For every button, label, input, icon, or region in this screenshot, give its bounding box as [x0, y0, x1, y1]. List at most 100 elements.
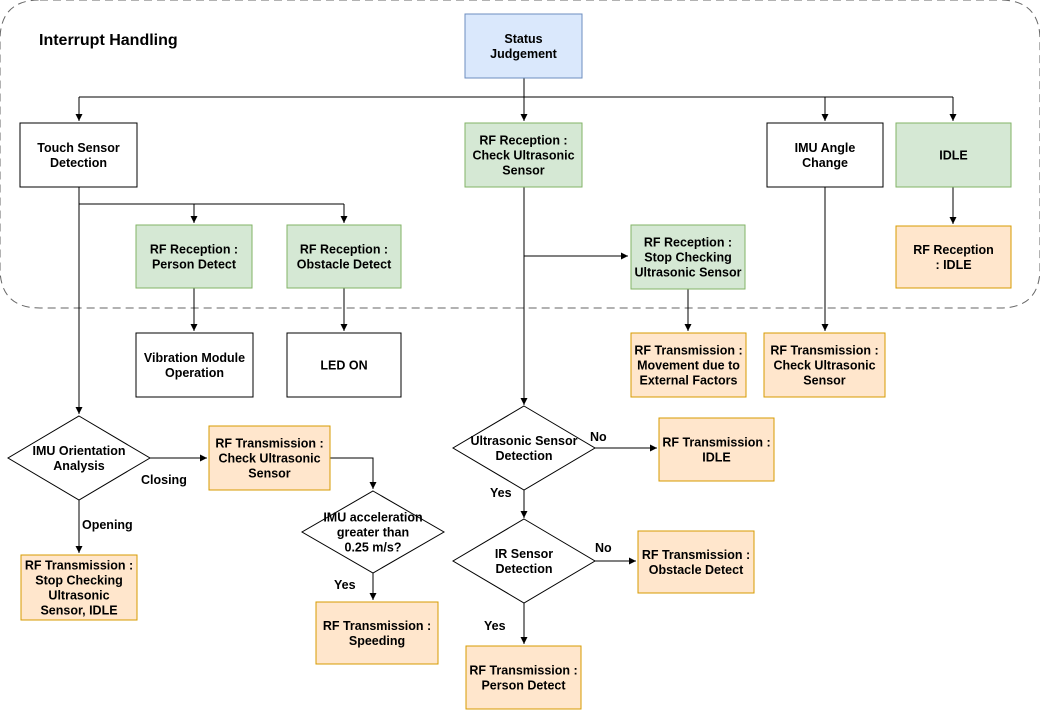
node-rf-tx-speeding: RF Transmission :Speeding — [315, 601, 439, 665]
node-box-rf-person — [135, 224, 253, 289]
node-label-line: IR Sensor — [495, 547, 553, 561]
node-label-line: : IDLE — [935, 258, 971, 272]
node-label-line: Sensor — [502, 164, 545, 178]
node-label-line: Ultrasonic Sensor — [471, 434, 578, 448]
node-rf-obstacle: RF Reception :Obstacle Detect — [286, 224, 402, 289]
node-rf-person: RF Reception :Person Detect — [135, 224, 253, 289]
node-box-rf-tx-check-us-left — [208, 425, 331, 491]
label-closing: Closing — [141, 473, 187, 487]
edge-tx-check-to-accel — [330, 457, 377, 489]
node-label-line: Judgement — [490, 47, 558, 61]
node-label-line: 0.25 m/s? — [345, 541, 402, 555]
node-label-line: Status — [504, 32, 542, 46]
node-label-line: RF Transmission : — [323, 619, 431, 633]
decision-diamond-us-detection — [452, 405, 596, 491]
node-box-imu-angle — [766, 122, 884, 188]
node-label-line: Sensor — [248, 467, 291, 481]
node-box-rf-tx-obstacle — [637, 530, 755, 594]
node-label-line: Operation — [165, 366, 224, 380]
node-box-rf-stop-check — [630, 224, 746, 290]
label-ir-yes: Yes — [484, 619, 506, 633]
node-label-line: RF Transmission : — [662, 436, 770, 450]
label-ir-no: No — [595, 541, 612, 555]
node-box-rf-tx-check-us-right — [763, 332, 886, 398]
node-label-line: External Factors — [640, 374, 738, 388]
node-label-line: Stop Checking — [644, 251, 732, 265]
node-label-line: Touch Sensor — [37, 141, 120, 155]
decision-diamond-ir-detection — [452, 518, 596, 604]
node-box-idle — [895, 122, 1012, 188]
node-led-on: LED ON — [286, 332, 402, 398]
node-label-rf-tx-person: RF Transmission :Person Detect — [469, 664, 577, 693]
node-label-line: Check Ultrasonic — [218, 452, 320, 466]
node-box-rf-tx-movement — [630, 332, 747, 398]
node-label-led-on: LED ON — [320, 359, 367, 373]
node-label-line: RF Transmission : — [25, 559, 133, 573]
node-label-line: Obstacle Detect — [649, 563, 744, 577]
node-rf-tx-person: RF Transmission :Person Detect — [465, 645, 582, 710]
edge-labels: Closing Opening No Yes No Yes Yes — [82, 430, 612, 633]
node-label-line: Detection — [496, 562, 553, 576]
node-label-line: Speeding — [349, 634, 405, 648]
node-label-line: Person Detect — [152, 258, 237, 272]
decision-diamond-imu-accel — [301, 490, 445, 574]
node-box-touch-sensor — [19, 122, 138, 188]
node-box-led-on — [286, 332, 402, 398]
node-label-line: IDLE — [702, 451, 730, 465]
node-label-line: RF Transmission : — [634, 344, 742, 358]
node-label-line: LED ON — [320, 359, 367, 373]
node-label-line: IMU Angle — [795, 141, 856, 155]
node-label-line: Analysis — [53, 459, 104, 473]
node-label-line: RF Transmission : — [215, 437, 323, 451]
node-label-line: RF Reception : — [644, 236, 732, 250]
node-box-status-judgement — [464, 13, 583, 79]
node-label-line: Vibration Module — [144, 351, 245, 365]
node-label-line: Movement due to — [637, 359, 740, 373]
node-label-line: RF Reception — [913, 243, 994, 257]
node-label-line: IDLE — [939, 149, 967, 163]
node-label-line: RF Reception : — [300, 243, 388, 257]
node-label-line: Ultrasonic Sensor — [635, 266, 742, 280]
node-label-rf-tx-idle: RF Transmission :IDLE — [662, 436, 770, 465]
node-label-line: Sensor — [803, 374, 846, 388]
node-label-line: RF Reception : — [479, 134, 567, 148]
node-rf-recv-idle: RF Reception: IDLE — [895, 225, 1012, 289]
node-label-line: RF Transmission : — [469, 664, 577, 678]
label-us-yes: Yes — [490, 486, 512, 500]
node-box-rf-obstacle — [286, 224, 402, 289]
node-idle: IDLE — [895, 122, 1012, 188]
node-label-line: Sensor, IDLE — [40, 604, 117, 618]
node-label-rf-obstacle: RF Reception :Obstacle Detect — [297, 243, 392, 272]
node-box-rf-recv-idle — [895, 225, 1012, 289]
node-label-line: IMU Orientation — [32, 444, 125, 458]
node-label-line: Obstacle Detect — [297, 258, 392, 272]
interrupt-handling-group — [0, 0, 1040, 309]
node-rf-tx-obstacle: RF Transmission :Obstacle Detect — [637, 530, 755, 594]
node-label-rf-recv-idle: RF Reception: IDLE — [913, 243, 994, 272]
node-label-line: RF Reception : — [150, 243, 238, 257]
node-rf-tx-idle: RF Transmission :IDLE — [658, 417, 775, 482]
